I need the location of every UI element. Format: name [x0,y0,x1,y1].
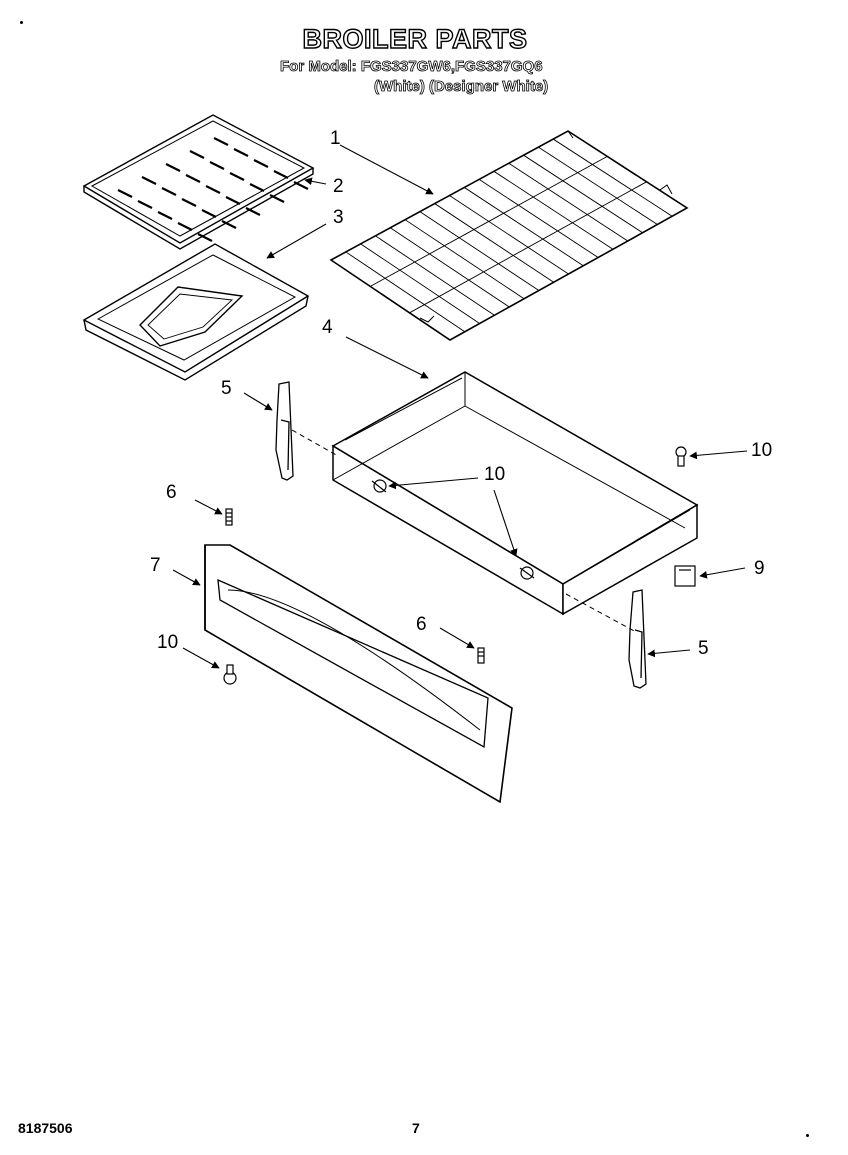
grid-slot [269,194,285,203]
grid-slot [189,150,205,159]
grid-slot [293,181,309,190]
part-number: 8187506 [18,1120,73,1136]
callout-2: 2 [333,176,344,197]
hardware [223,446,696,685]
grid-slot [205,185,221,194]
screw-6-right [477,647,485,664]
grid-slot [197,233,213,242]
slide-support-right [628,589,647,689]
grid-slot [181,198,197,207]
page-title: BROILER PARTS [302,23,528,54]
callout-10-panel: 10 [157,632,178,653]
rack-wire [390,227,510,308]
callout-5-left: 5 [221,378,232,399]
page-number: 7 [412,1120,420,1136]
rack-wire [523,154,643,234]
scan-mark [806,1134,809,1137]
rack-wire [493,170,614,250]
rack-wire [419,211,540,291]
callout-9: 9 [754,558,765,579]
rack-crossbar [370,156,608,287]
grid-slot [157,211,173,220]
grid-slot [233,148,249,157]
screw-10-drawer-mid [519,566,535,580]
rack-wire [464,187,584,267]
callout-10-top-right: 10 [751,440,772,461]
rack-wire [508,162,628,242]
callout-10-drawer: 10 [484,464,505,485]
rack-wire [478,178,599,258]
grid-slot [213,137,229,146]
screw-10-panel [223,664,237,685]
rack-wire [375,235,495,316]
leader-lines [172,144,748,669]
grid-slot [137,200,153,209]
grid-slot [117,189,133,198]
broiler-rack [329,130,689,341]
callout-5-right: 5 [698,638,709,659]
callout-3: 3 [333,207,344,228]
screw-6-left [225,508,233,526]
scan-mark [20,21,23,24]
grid-slot [161,187,177,196]
alignment-lines [291,429,637,633]
rack-wire [552,138,673,217]
rack-wire [538,146,658,225]
screw-10-top-right [675,446,687,467]
slide-support-left [275,381,294,481]
grid-slot [273,170,289,179]
grid-slot [209,161,225,170]
grid-slot [249,183,265,192]
grid-slot [165,163,181,172]
variant-line: (White) (Designer White) [374,78,549,96]
model-line: For Model: FGS337GW6,FGS337GQ6 [280,58,543,76]
callout-6-left: 6 [166,482,177,503]
broiler-grid [82,114,315,250]
rack-wire [360,243,480,324]
grid-slot [177,222,193,231]
grid-slot [201,209,217,218]
grid-slot [253,159,269,168]
clip-9 [674,565,696,587]
rack-wire [449,195,569,275]
broiler-pan [82,243,310,381]
rack-wire [404,219,525,300]
grid-slots [117,137,309,242]
screw-10-drawer-left [371,479,387,493]
callout-6-right: 6 [416,614,427,635]
rack-wire [434,203,554,283]
callout-1: 1 [330,128,341,149]
grid-slot [185,174,201,183]
grid-slot [245,207,261,216]
broiler-drawer [331,371,699,616]
grid-slot [141,176,157,185]
grid-slot [221,220,237,229]
drawer-front-panel [204,544,513,804]
callout-4: 4 [322,317,333,338]
rack-wire [345,251,466,333]
rack-crossbar [409,181,647,314]
grid-slot [229,172,245,181]
grid-slot [225,196,241,205]
callout-7: 7 [150,555,161,576]
